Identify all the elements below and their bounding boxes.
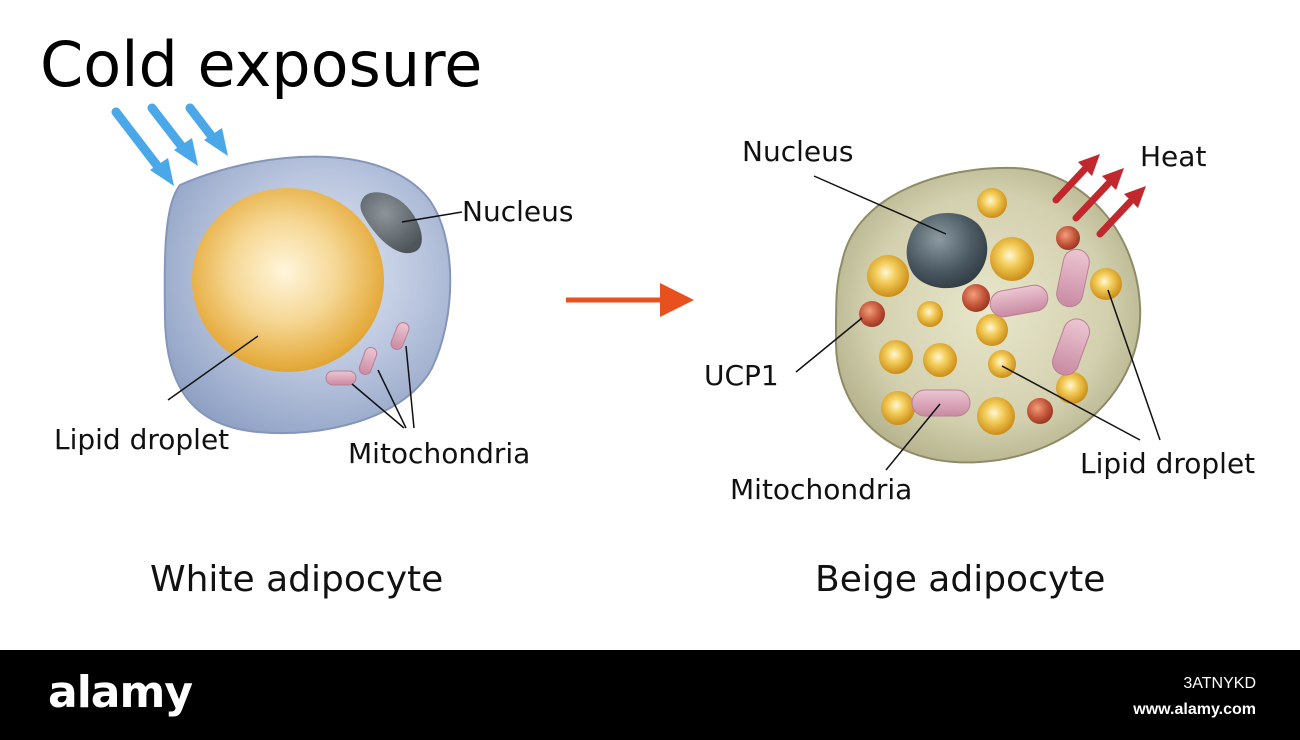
transition-arrow [566,283,694,317]
beige-lipid-droplets [867,188,1122,435]
site-url[interactable]: www.alamy.com [1133,701,1256,718]
white-adipocyte-caption: White adipocyte [150,559,444,600]
cold-arrows [111,103,228,186]
diagram-canvas: Cold exposure Nucleus Lipid droplet Mito… [40,28,1256,600]
beige-adipocyte [795,154,1161,471]
heat-label: Heat [1140,140,1207,173]
white-nucleus [360,192,422,254]
ucp1-label: UCP1 [704,359,779,392]
diagram-title: Cold exposure [40,28,483,101]
beige-lipid-droplet-label: Lipid droplet [1080,447,1256,480]
white-lipid-droplet-label: Lipid droplet [54,423,230,456]
brand-logo: alamy [48,667,193,718]
heat-arrows [1052,154,1146,238]
beige-ucp1-granules [859,226,1080,424]
heat-arrow [1096,186,1146,238]
diagram-svg [111,103,1161,471]
white-nucleus-label: Nucleus [462,195,574,228]
image-id: 3ATNYKD [1183,675,1256,692]
white-adipocyte [163,155,463,435]
footer-bar: alamy 3ATNYKD www.alamy.com [0,650,1300,740]
beige-mitochondria [911,248,1090,417]
heat-arrow [1072,168,1124,222]
white-mitochondria-label: Mitochondria [348,437,531,470]
white-lipid-droplet [192,188,384,372]
beige-mitochondria-label: Mitochondria [730,473,913,506]
heat-arrow [1052,154,1100,204]
cold-arrow [147,103,198,166]
beige-nucleus-label: Nucleus [742,135,854,168]
white-mitochondria [325,322,410,386]
cold-arrow [111,107,174,186]
beige-adipocyte-caption: Beige adipocyte [815,559,1106,600]
beige-nucleus [906,212,988,289]
cold-arrow [185,103,228,156]
white-leader-lines [167,211,463,429]
beige-leader-lines [795,175,1161,471]
